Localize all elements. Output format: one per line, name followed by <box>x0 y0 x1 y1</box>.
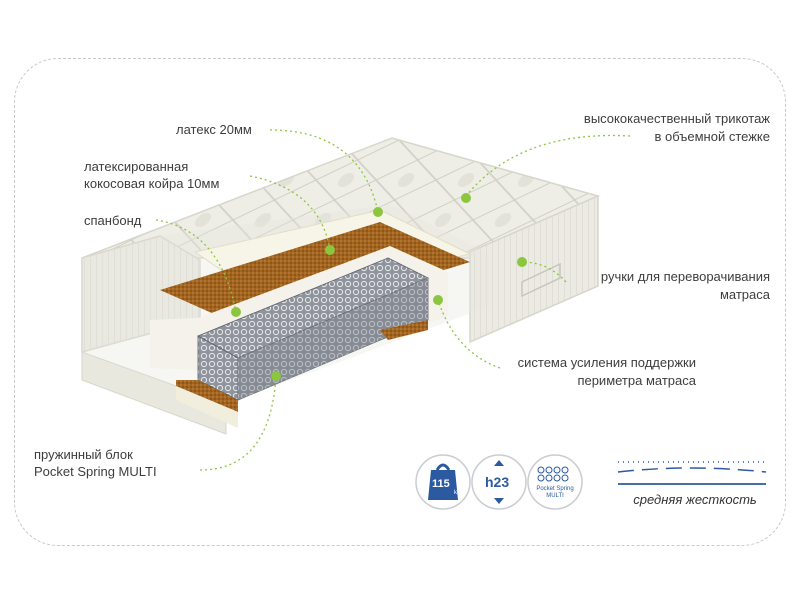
badge-spring-line2: MULTI <box>546 493 564 499</box>
label-latex: латекс 20мм <box>176 122 252 137</box>
label-knit-line2: в объемной стежке <box>654 129 771 144</box>
latex-layer-bottom <box>176 386 238 428</box>
height-icon <box>471 454 527 510</box>
spring-block-icon <box>527 454 583 510</box>
label-perimeter-line2: периметра матраса <box>577 373 696 388</box>
label-spunbond: спанбонд <box>84 213 142 228</box>
badge-weight-value: 115 <box>432 478 450 490</box>
label-spring-line1: пружинный блок <box>34 447 133 462</box>
spring-block <box>197 257 429 401</box>
mattress-right-side <box>469 194 599 344</box>
label-spring-line2: Pocket Spring MULTI <box>34 464 157 479</box>
label-coir-line1: латексированная <box>84 159 189 174</box>
stiffness-waves-icon <box>617 461 767 485</box>
leader-lines <box>155 129 631 471</box>
coir-layer-bottom <box>176 380 238 412</box>
weight-icon <box>415 454 471 510</box>
badge-weight-unit: kg <box>454 490 461 496</box>
rounded-dashed-frame <box>14 58 786 546</box>
foam-left <box>150 318 198 370</box>
stiffness-label: средняя жесткость <box>633 492 757 507</box>
leader-dots <box>231 193 527 381</box>
label-handles-line2: матраса <box>719 287 770 302</box>
badge-height-value: h23 <box>485 474 510 490</box>
label-handles-line1: ручки для переворачивания <box>600 269 770 284</box>
badge-spring-line1: Pocket Spring <box>536 486 574 492</box>
label-coir-line2: кокосовая койра 10мм <box>84 176 220 191</box>
label-knit-line1: высококачественный трикотаж <box>583 111 770 126</box>
label-perimeter-line1: система усиления поддержки <box>517 355 696 370</box>
